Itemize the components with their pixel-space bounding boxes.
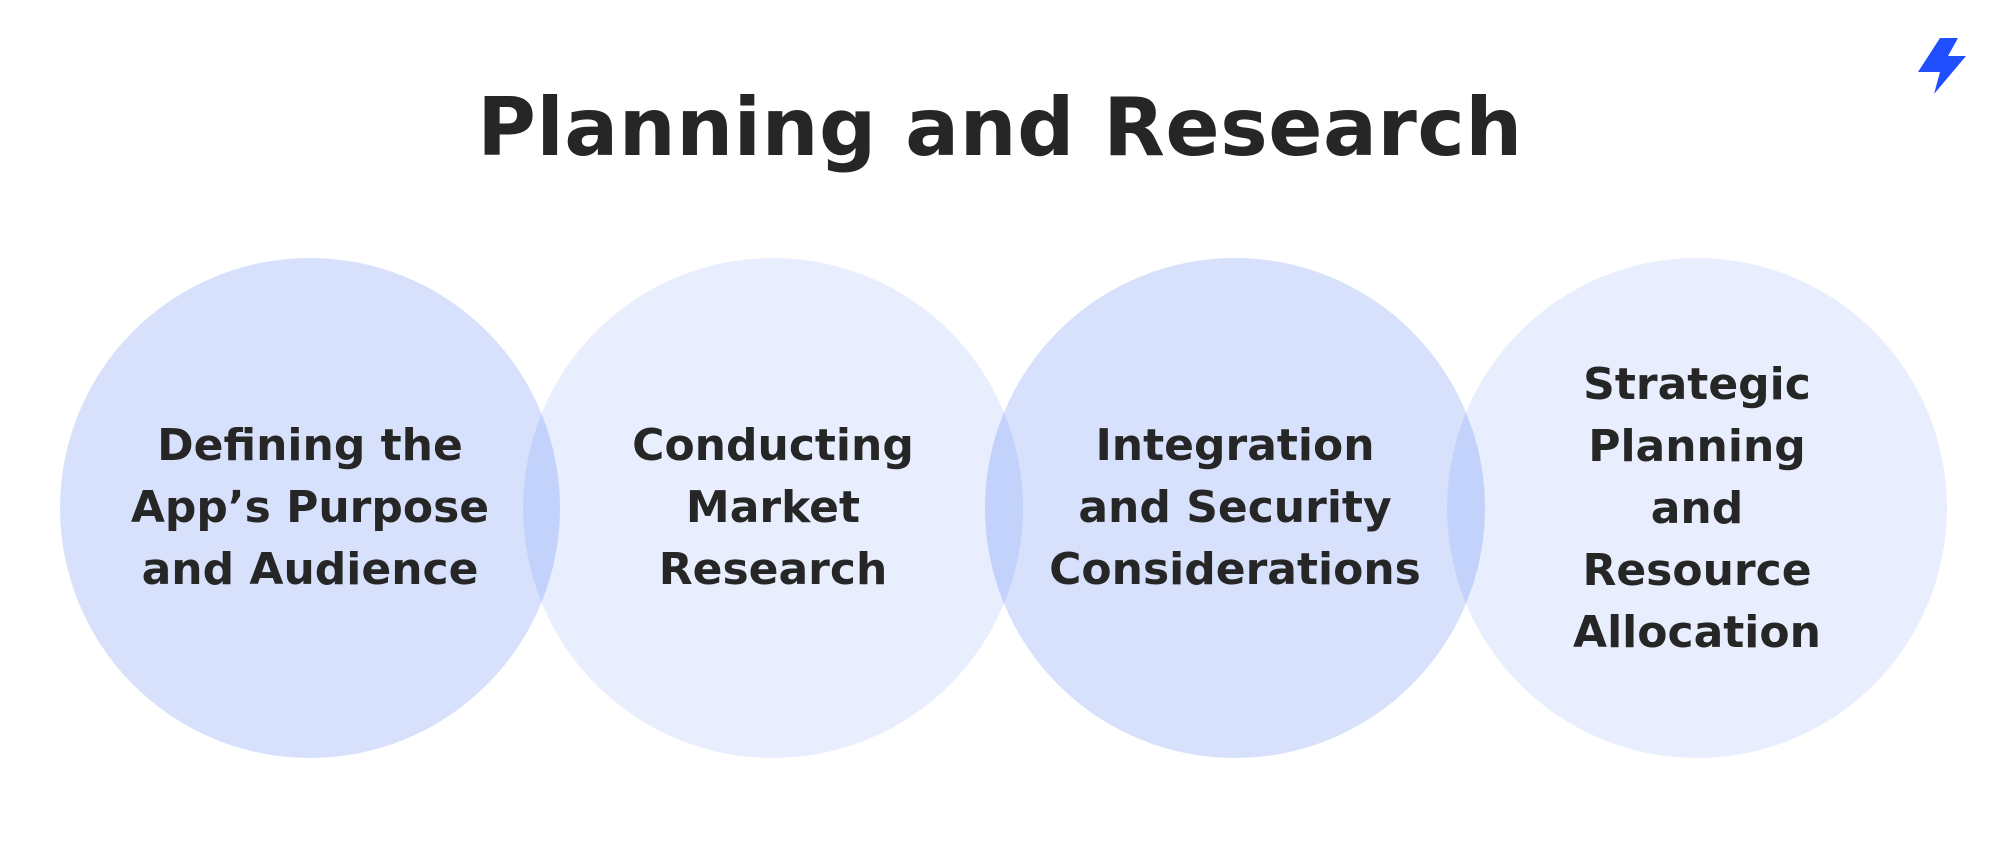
- step-label-3: Integration and Security Considerations: [1015, 408, 1455, 608]
- step-circle-1: [60, 258, 560, 758]
- step-label-2-text: Conducting Market Research: [632, 420, 914, 595]
- step-label-4: Strategic Planning and Resource Allocati…: [1477, 359, 1917, 658]
- step-label-3-text: Integration and Security Considerations: [1049, 420, 1421, 595]
- step-circle-3: [985, 258, 1485, 758]
- step-label-1-text: Defining the App’s Purpose and Audience: [130, 420, 490, 595]
- step-label-4-text: Strategic Planning and Resource Allocati…: [1573, 359, 1821, 658]
- logo-bolt-shape: [1918, 38, 1966, 94]
- step-circle-2: [523, 258, 1023, 758]
- lightning-bolt-icon: [1918, 38, 1966, 94]
- step-circle-4: [1447, 258, 1947, 758]
- page-title: Planning and Research: [477, 81, 1523, 174]
- step-label-2: Conducting Market Research: [553, 408, 993, 608]
- step-label-1: Defining the App’s Purpose and Audience: [90, 408, 530, 608]
